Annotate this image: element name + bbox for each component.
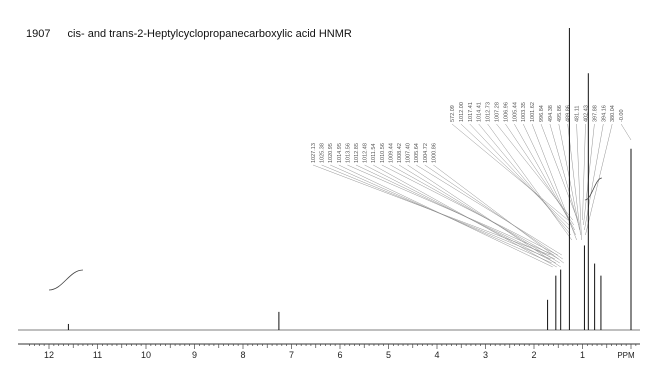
peak-label-leader xyxy=(469,123,571,231)
x-tick-label: 8 xyxy=(240,350,245,360)
peak-label-leader xyxy=(330,164,552,264)
peak-label-leader xyxy=(549,123,579,226)
spectrum-layer xyxy=(18,28,640,331)
peak-label: 394.16 xyxy=(601,105,607,122)
peak-label: 1012.48 xyxy=(363,143,369,163)
peak-leader-layer xyxy=(312,123,632,268)
x-tick-label: 3 xyxy=(483,350,488,360)
peak-label-leader xyxy=(582,123,586,221)
peak-label-leader xyxy=(583,123,595,226)
peak-label-leader xyxy=(416,164,562,256)
peak-label: 1001.62 xyxy=(530,102,536,122)
peak-label-leader xyxy=(460,123,570,226)
x-tick-label: 10 xyxy=(141,350,151,360)
spectrum-number: 1907 xyxy=(26,28,51,40)
peak-label-leader xyxy=(390,164,559,260)
peak-label: 397.88 xyxy=(592,105,598,122)
peak-label-leader xyxy=(364,164,556,264)
peak-label: 489.86 xyxy=(566,105,572,122)
peak-label-leader xyxy=(373,164,557,268)
peak-label: 1006.96 xyxy=(503,102,509,122)
x-tick-label: 1 xyxy=(580,350,585,360)
peak-label: 1020.95 xyxy=(328,143,334,163)
peak-label-leader xyxy=(576,123,582,241)
x-tick-label: 2 xyxy=(531,350,536,360)
peak-label: 380.04 xyxy=(610,105,616,122)
x-axis: 12 11 10 9 8 7 6 5 4 3 2 1 PPM xyxy=(18,343,640,360)
peak-label: 572.09 xyxy=(450,105,456,122)
peak-label: 996.84 xyxy=(539,105,545,122)
peak-label: 1012.73 xyxy=(486,102,492,122)
peak-label-leader xyxy=(478,123,572,236)
peak-label-leader xyxy=(487,123,573,241)
peak-label-leader xyxy=(451,123,569,221)
peak-label: 402.43 xyxy=(584,105,590,122)
chart-title-row: 1907 cis- and trans-2-Heptylcyclopropane… xyxy=(26,28,352,40)
peak-label: 1005.44 xyxy=(512,102,518,122)
peak-label: 1004.72 xyxy=(423,143,429,163)
peak-label: 1011.54 xyxy=(371,144,377,163)
peak-label: 1012.00 xyxy=(459,102,465,122)
peak-label: 1012.85 xyxy=(354,143,360,163)
integral-curve xyxy=(48,269,83,291)
peak-label-leader xyxy=(496,123,573,221)
peak-label-leader xyxy=(505,123,574,226)
peak-label-leader xyxy=(355,164,555,260)
chart-title: cis- and trans-2-Heptylcyclopropanecarbo… xyxy=(67,28,352,40)
peak-label: 495.86 xyxy=(557,105,563,122)
peak-label-leader xyxy=(540,123,578,221)
peak-label: 1025.38 xyxy=(320,143,326,163)
peak-label-leader xyxy=(584,123,604,231)
peak-label-leader xyxy=(514,123,575,231)
x-unit-label: PPM xyxy=(617,351,635,360)
peak-label: 494.38 xyxy=(548,105,554,122)
peak-label-leader xyxy=(433,164,564,264)
x-tick-label: 5 xyxy=(386,350,391,360)
peak-label-leader xyxy=(398,164,560,264)
x-tick-label: 9 xyxy=(192,350,197,360)
peak-label: 1017.41 xyxy=(468,102,474,122)
peak-label: 1000.86 xyxy=(431,143,437,163)
peak-label-leader xyxy=(347,164,554,256)
x-tick-label: 7 xyxy=(289,350,294,360)
peak-label-leader xyxy=(407,164,561,268)
peak-label: 1003.35 xyxy=(521,102,527,122)
x-tick-label: 4 xyxy=(434,350,439,360)
integral-curve xyxy=(584,177,603,201)
peak-label: -0.00 xyxy=(619,109,625,122)
peak-label: 1009.44 xyxy=(388,143,394,163)
peak-label: 1014.41 xyxy=(477,102,483,122)
peak-label: 1013.56 xyxy=(345,143,351,163)
peak-label: 1014.95 xyxy=(337,143,343,163)
peak-label: 1005.64 xyxy=(414,143,420,163)
peak-label-leader xyxy=(424,164,563,260)
peak-label: 1027.13 xyxy=(311,143,317,163)
peak-label: 1007.28 xyxy=(495,102,501,122)
peak-label: 481.11 xyxy=(575,106,581,122)
peak-label-leader xyxy=(620,123,632,141)
peak-label: 1007.40 xyxy=(406,143,412,163)
peak-label-leader xyxy=(338,164,553,268)
peak-label-leader xyxy=(381,164,558,256)
x-tick-label: 11 xyxy=(93,350,102,360)
peak-label-leader xyxy=(522,123,576,236)
x-tick-label: 6 xyxy=(337,350,342,360)
peak-label: 1010.56 xyxy=(380,143,386,163)
x-tick-label: 12 xyxy=(44,350,54,360)
peak-label: 1008.42 xyxy=(397,143,403,163)
